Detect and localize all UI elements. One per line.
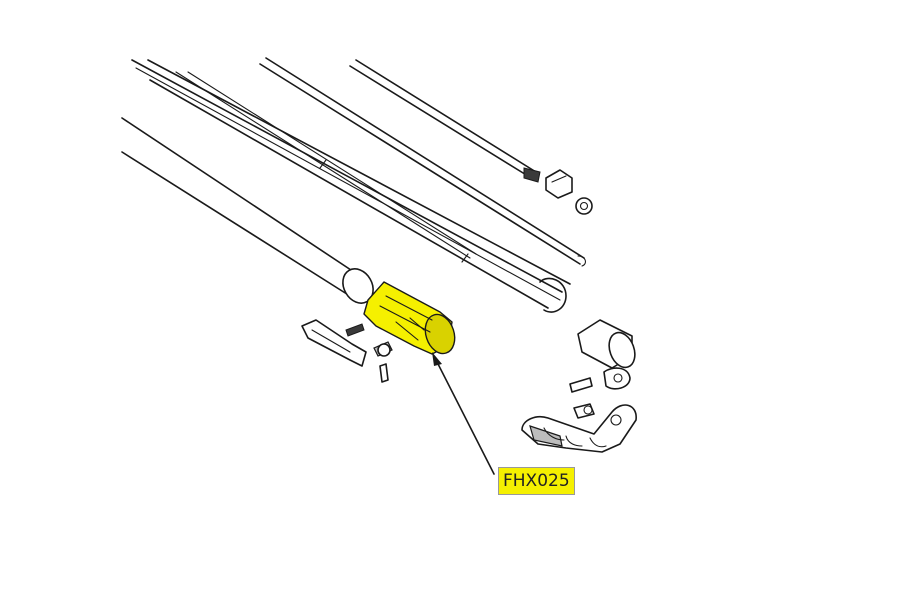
forend-iron-highlighted <box>363 281 456 355</box>
latch-screw <box>373 341 393 357</box>
callout-leader-arrow <box>432 352 495 475</box>
part-number-text: FHX025 <box>503 471 570 491</box>
forend-pin <box>569 377 593 393</box>
part-number-callout: FHX025 <box>498 467 575 495</box>
lower-tube <box>121 117 374 304</box>
latch-lever <box>301 319 367 367</box>
rod-nut <box>545 169 573 199</box>
small-nut <box>575 197 593 215</box>
latch-pin <box>379 363 389 383</box>
handle-screw <box>573 403 595 419</box>
grip-handle <box>521 404 637 453</box>
forend-tube <box>577 319 636 390</box>
small-spring <box>345 323 365 337</box>
middle-rod <box>259 57 587 267</box>
barrel-rib <box>131 59 571 313</box>
upper-rod <box>349 59 541 183</box>
